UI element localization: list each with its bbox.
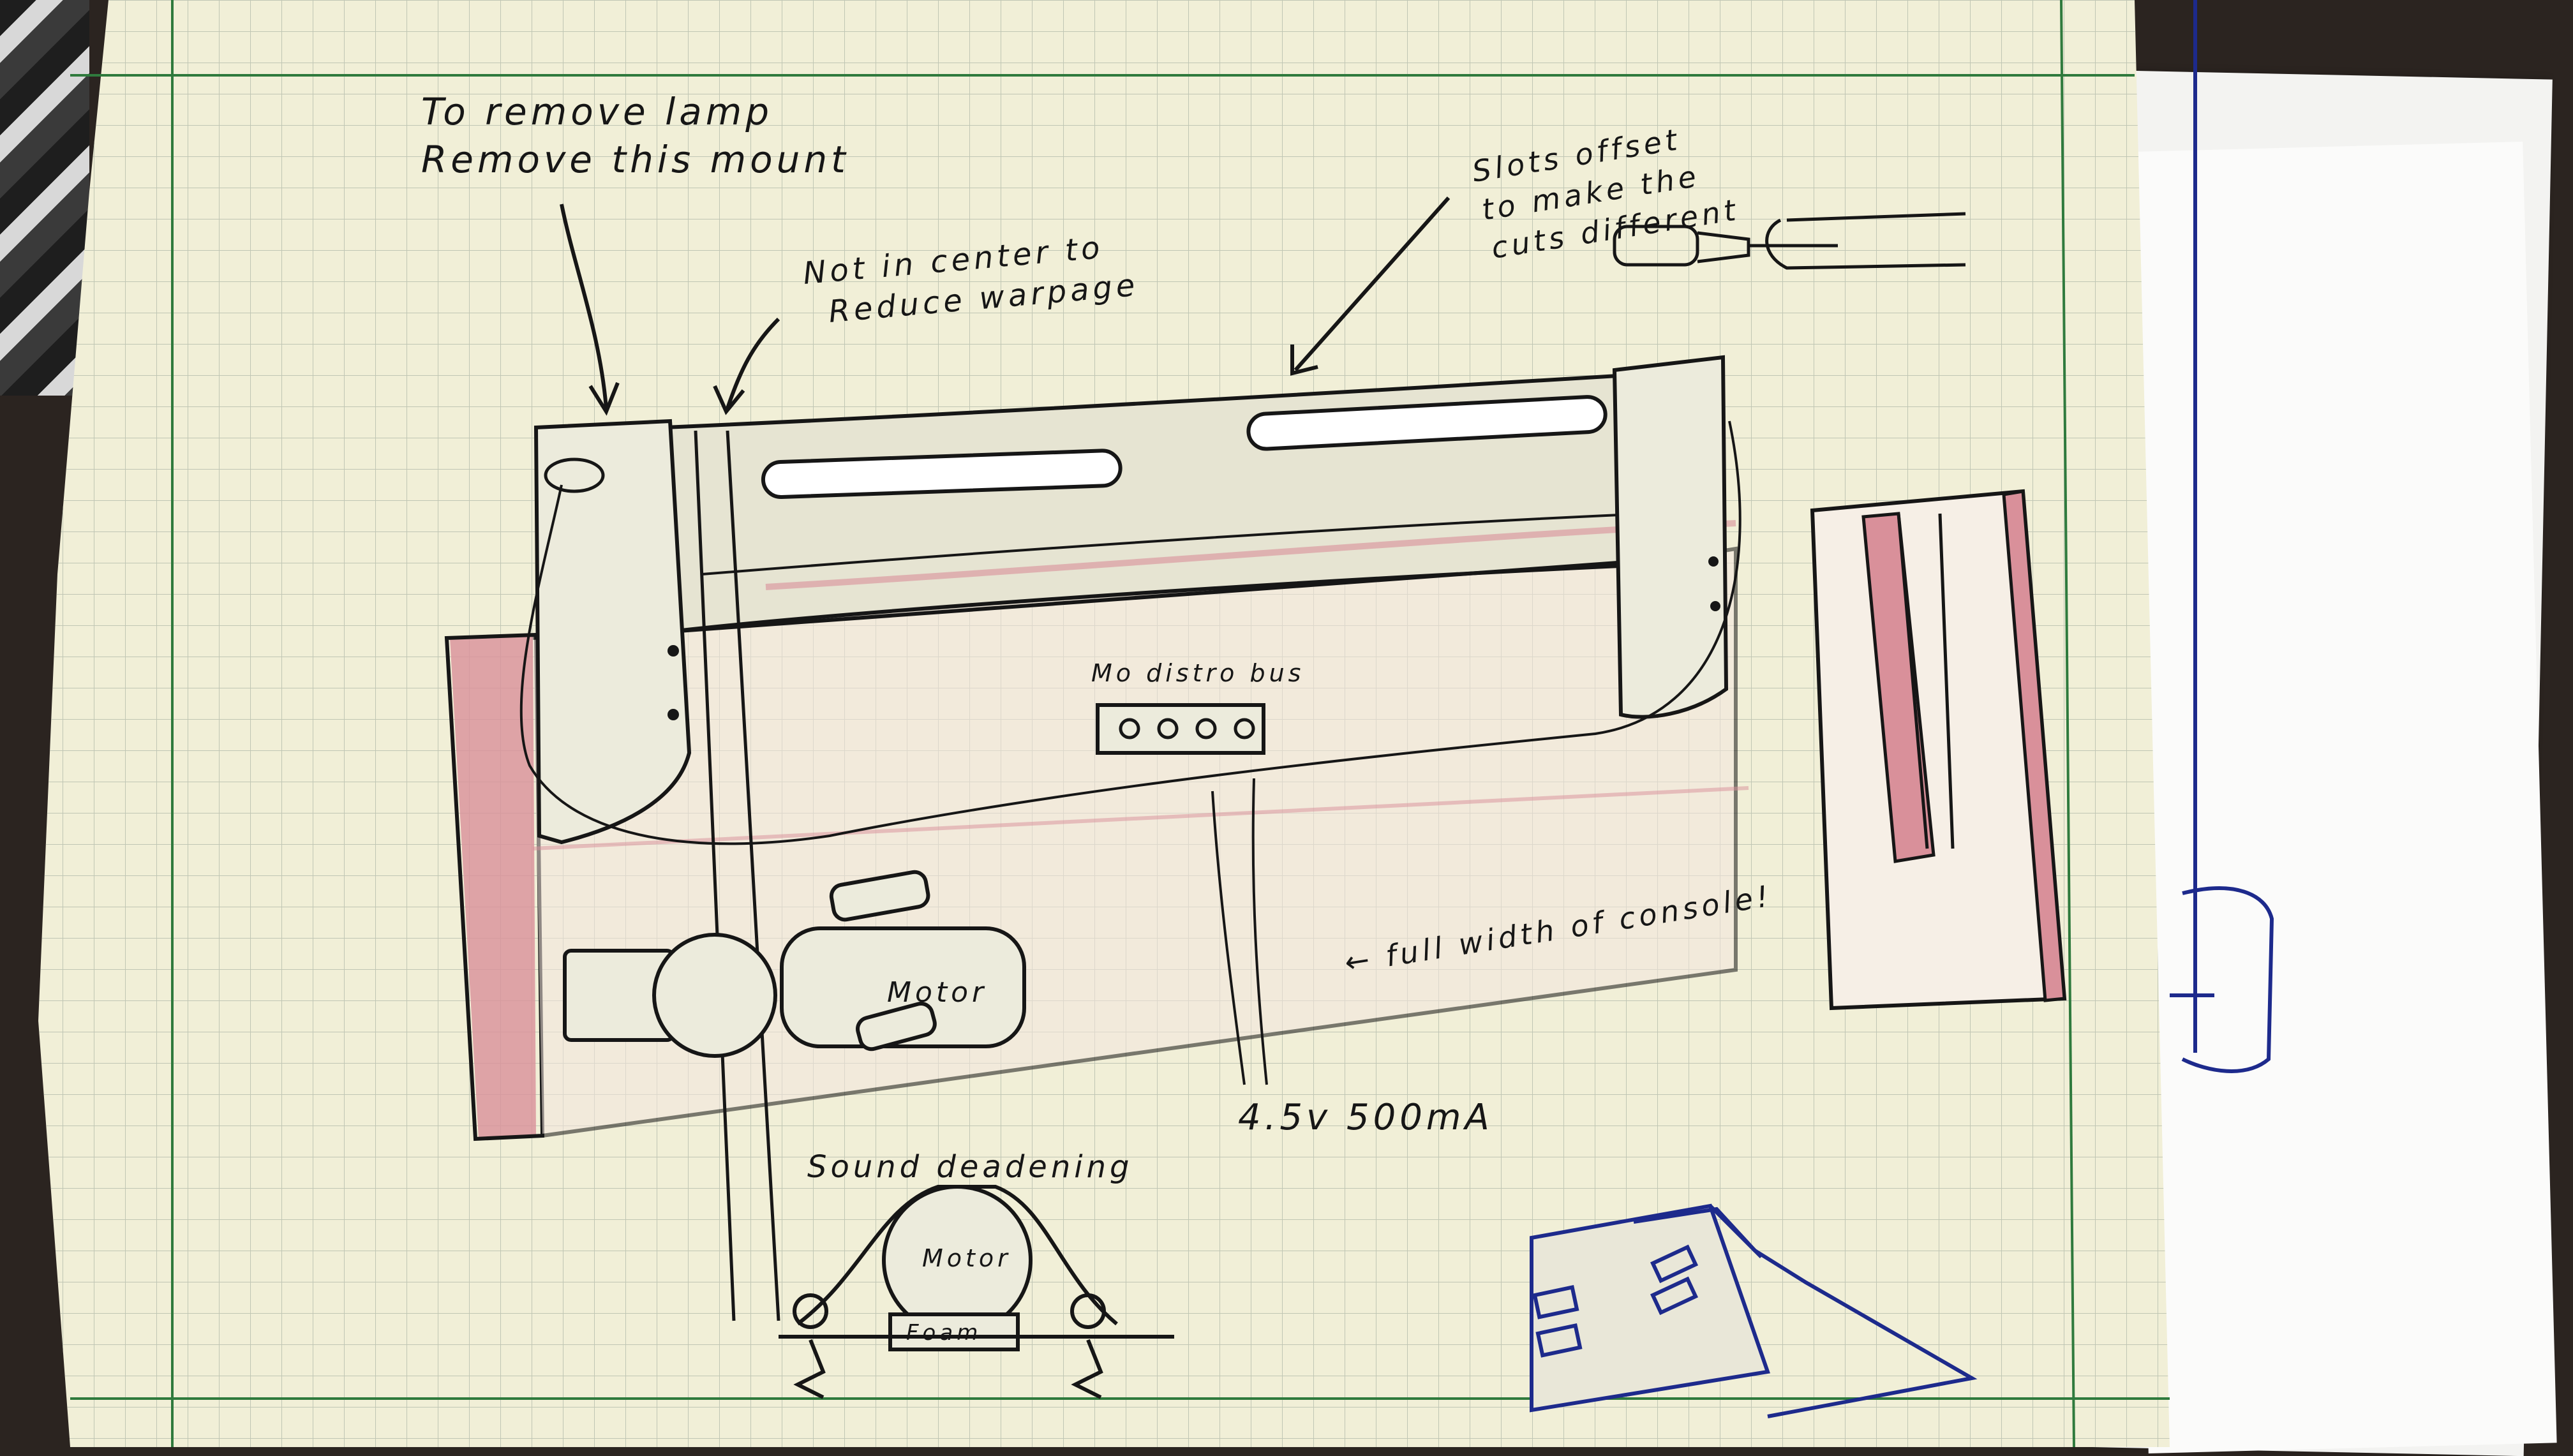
underlying-sheet-sketch — [2170, 0, 2274, 1073]
left-lamp-mount — [533, 419, 692, 845]
side-section-view — [1810, 489, 2067, 1011]
wiring-loop — [519, 420, 1741, 845]
console-3d-sketch — [1530, 1203, 1978, 1418]
sound-deadening-sketch — [779, 1185, 1174, 1399]
arrow-slots — [1294, 197, 1451, 371]
arrow-lamp-mount — [560, 204, 608, 409]
note-remove-mount: Remove this mount — [421, 138, 849, 181]
note-power-spec: 4.5v 500mA — [1238, 1097, 1493, 1138]
label-motor: Motor — [887, 976, 987, 1009]
right-lamp-mount — [1612, 355, 1729, 719]
power-lead-b — [1251, 778, 1268, 1085]
slot-cut-left — [761, 449, 1122, 500]
label-foam: Foam — [906, 1320, 981, 1346]
note-remove-lamp: To remove lamp — [421, 90, 773, 133]
slot-cut-right — [1246, 395, 1607, 451]
motor-assembly — [563, 870, 1026, 1058]
heading-sound-deadening: Sound deadening — [807, 1149, 1133, 1185]
label-motor-small: Motor — [922, 1244, 1011, 1272]
right-margin-line — [2060, 0, 2075, 1447]
arrow-center — [726, 317, 780, 409]
power-lead-a — [1211, 791, 1246, 1085]
tube-detail-sketch — [1613, 212, 1966, 270]
drive-belt — [694, 430, 780, 1321]
background-cloth — [0, 0, 89, 396]
distro-bus-terminal — [1096, 703, 1265, 755]
label-distro-bus: Mo distro bus — [1091, 659, 1304, 687]
console-left-side-panel — [450, 635, 536, 1139]
